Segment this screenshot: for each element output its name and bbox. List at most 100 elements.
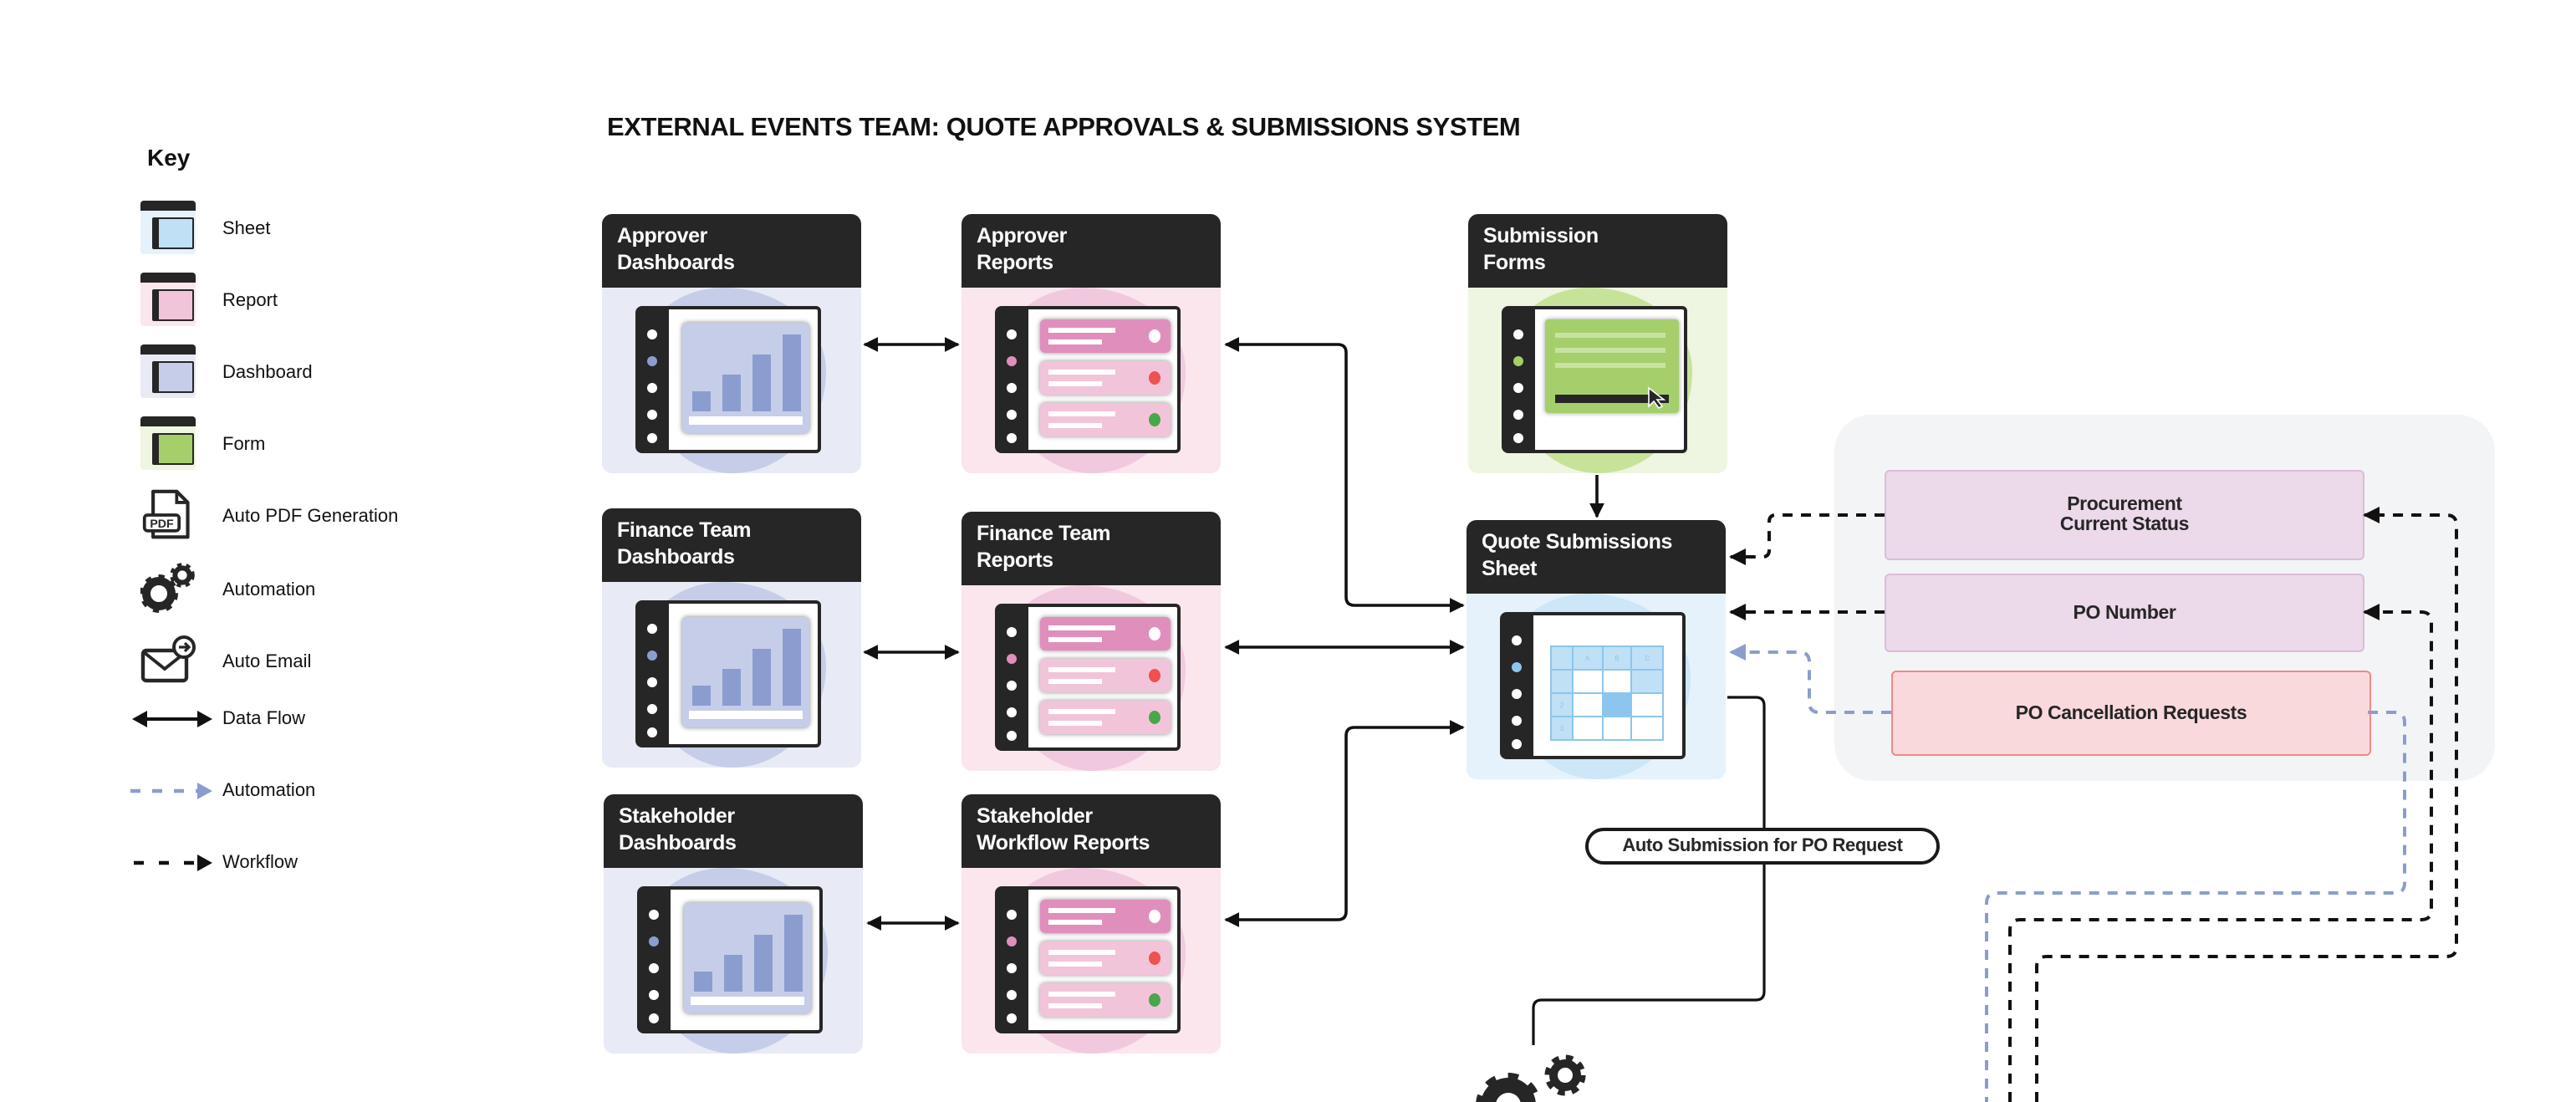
report-row <box>1040 900 1171 933</box>
binder-hole <box>649 1013 659 1023</box>
dashboard-illustration <box>602 288 861 473</box>
card-approver-dashboards[interactable]: Approver Dashboards <box>602 214 861 473</box>
binder-hole <box>1007 963 1017 973</box>
card-title: Quote Submissions Sheet <box>1467 520 1726 594</box>
binder-spine <box>1500 612 1537 759</box>
report-illustration <box>962 868 1221 1054</box>
chart-footer <box>689 416 803 425</box>
card-finance-dashboards[interactable]: Finance Team Dashboards <box>602 508 861 768</box>
report-row <box>1040 617 1171 650</box>
binder-page <box>669 306 821 453</box>
binder-hole <box>1513 356 1523 366</box>
key-item-data-flow: Data Flow <box>130 691 465 747</box>
binder-hole <box>647 704 657 714</box>
key-heading: Key <box>147 144 191 171</box>
binder-icon <box>635 306 828 453</box>
row-header: 3 <box>1550 716 1574 741</box>
binder-hole <box>1007 681 1017 691</box>
status-dot <box>1149 993 1160 1007</box>
chart-bar <box>754 935 773 992</box>
binder-page <box>1028 306 1181 453</box>
binder-page <box>1028 886 1181 1033</box>
status-dot <box>1149 910 1160 923</box>
automation-path <box>1532 696 1766 1045</box>
binder-icon <box>995 604 1187 751</box>
procurement-status-box[interactable]: Procurement Current Status <box>1885 470 2364 560</box>
card-approver-reports[interactable]: Approver Reports <box>962 214 1221 473</box>
status-dot <box>1149 329 1160 343</box>
submit-bar <box>1555 395 1669 403</box>
report-row <box>1040 319 1171 353</box>
report-row <box>1040 983 1171 1017</box>
status-dot <box>1149 711 1160 724</box>
workflow-return-procurement <box>2035 507 2458 1102</box>
binder-spine <box>995 886 1032 1033</box>
binder-page <box>669 600 821 747</box>
binder-spine <box>995 604 1032 751</box>
po-cancellation-box[interactable]: PO Cancellation Requests <box>1891 671 2371 756</box>
binder-hole <box>1007 433 1017 443</box>
binder-spine <box>1502 306 1538 453</box>
key-label: Report <box>222 291 278 311</box>
card-title: Finance Team Dashboards <box>602 508 861 582</box>
card-submission-forms[interactable]: Submission Forms <box>1468 214 1727 473</box>
key-label: Auto PDF Generation <box>222 507 399 527</box>
data-flow-stakeholder-reports-sheet <box>1224 720 1465 927</box>
binder-icon <box>1502 306 1694 453</box>
card-finance-reports[interactable]: Finance Team Reports <box>962 512 1221 771</box>
card-stakeholder-dashboards[interactable]: Stakeholder Dashboards <box>604 794 863 1054</box>
dashboard-icon <box>140 344 196 398</box>
binder-hole <box>1007 356 1017 366</box>
binder-hole <box>647 383 657 393</box>
binder-hole <box>1007 990 1017 1000</box>
chart-bar <box>692 686 711 706</box>
binder-spine <box>637 886 674 1033</box>
binder-spine <box>635 600 672 747</box>
card-stakeholder-workflow-reports[interactable]: Stakeholder Workflow Reports <box>962 794 1221 1054</box>
binder-page <box>671 886 823 1033</box>
gears-icon <box>1476 1054 1586 1102</box>
double-arrow-icon <box>132 711 212 727</box>
binder-hole <box>1007 936 1017 946</box>
cell <box>1572 692 1604 717</box>
binder-icon <box>635 600 828 747</box>
automation-cancellation-out <box>1985 711 2406 1102</box>
key-label: Workflow <box>222 853 298 873</box>
binder-hole <box>1513 433 1523 443</box>
report-row <box>1040 403 1171 436</box>
cell <box>1572 669 1604 694</box>
chart-bar <box>722 669 741 706</box>
card-title: Stakeholder Dashboards <box>604 794 863 868</box>
key-item-automation-line: Automation <box>130 763 465 819</box>
key-label: Data Flow <box>222 709 306 729</box>
card-title: Approver Reports <box>962 214 1221 288</box>
key-item-auto-email: Auto Email <box>130 634 465 691</box>
form-illustration <box>1468 288 1727 473</box>
binder-hole <box>1513 329 1523 339</box>
column-header: C <box>1630 645 1664 671</box>
report-icon <box>140 273 196 326</box>
po-number-box[interactable]: PO Number <box>1885 574 2364 652</box>
chart-bar <box>724 955 742 992</box>
binder-page <box>1535 306 1687 453</box>
binder-hole <box>1512 662 1522 672</box>
chart-bar <box>783 629 801 706</box>
key-item-form: Form <box>130 416 465 473</box>
binder-hole <box>1007 910 1017 920</box>
pdf-icon: PDF <box>142 489 190 539</box>
binder-hole <box>1513 410 1523 420</box>
column-header: B <box>1601 645 1633 671</box>
card-title: Submission Forms <box>1468 214 1727 288</box>
chart-bar <box>722 375 741 411</box>
chart-bar <box>692 391 711 411</box>
binder-hole <box>1007 383 1017 393</box>
key-label: Automation <box>222 580 316 600</box>
row-header: 2 <box>1550 692 1574 717</box>
key-item-automation: Automation <box>130 562 465 619</box>
key-item-sheet: Sheet <box>130 201 465 258</box>
